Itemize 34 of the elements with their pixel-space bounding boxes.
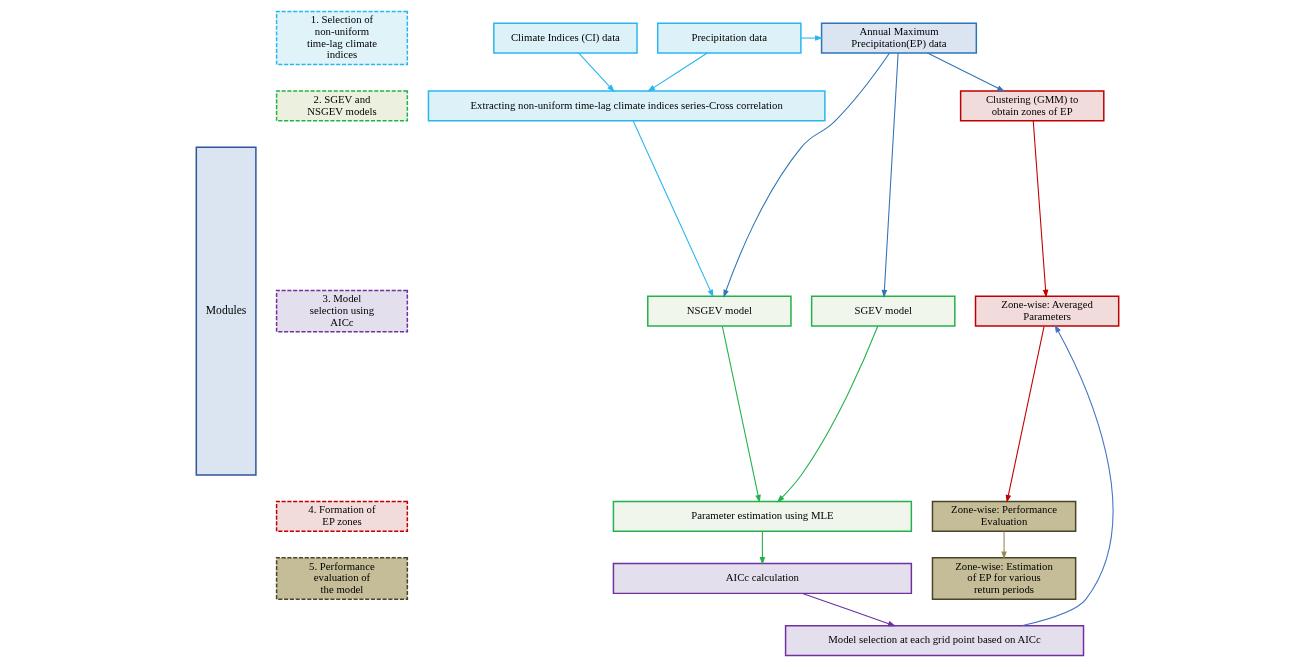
node-box: Modules	[195, 146, 257, 476]
arrow	[1005, 325, 1045, 503]
arrow	[721, 325, 761, 503]
node-box: Zone-wise: Estimation of EP for various return periods	[931, 557, 1076, 600]
arrow	[577, 52, 615, 93]
arrow	[776, 325, 878, 503]
node-box: Annual Maximum Precipitation(EP) data	[820, 22, 977, 54]
arrow	[926, 52, 1005, 92]
node-box: Clustering (GMM) to obtain zones of EP	[959, 90, 1105, 122]
node-box: SGEV model	[810, 295, 956, 327]
arrow	[1000, 531, 1007, 560]
arrow	[801, 592, 896, 627]
node-box: 2. SGEV and NSGEV models	[275, 90, 408, 122]
arrow	[759, 531, 765, 566]
node-box: AICc calculation	[612, 562, 912, 595]
node-box: 4. Formation of EP zones	[275, 500, 408, 533]
node-box: Climate Indices (CI) data	[492, 22, 638, 54]
node-box: 5. Performance evaluation of the model	[275, 557, 408, 600]
node-box: Extracting non-uniform time-lag climate indices series-Cross correlation	[427, 90, 826, 122]
node-box: Model selection at each grid point based on AICc	[784, 624, 1084, 657]
arrow	[632, 120, 714, 298]
arrow	[881, 52, 899, 298]
arrow	[1021, 324, 1113, 627]
node-box: NSGEV model	[646, 295, 792, 327]
node-box: Zone-wise: Averaged Parameters	[974, 295, 1119, 327]
arrow	[723, 52, 890, 298]
node-box: 1. Selection of non-uniform time-lag climate indices	[275, 10, 408, 66]
node-box: Parameter estimation using MLE	[612, 500, 912, 533]
arrow	[800, 35, 823, 41]
node-box: 3. Model selection using AICc	[275, 289, 408, 333]
node-box: Precipitation data	[656, 22, 802, 54]
arrow	[646, 52, 708, 92]
node-box: Zone-wise: Performance Evaluation	[931, 500, 1076, 533]
arrow	[1032, 120, 1048, 298]
